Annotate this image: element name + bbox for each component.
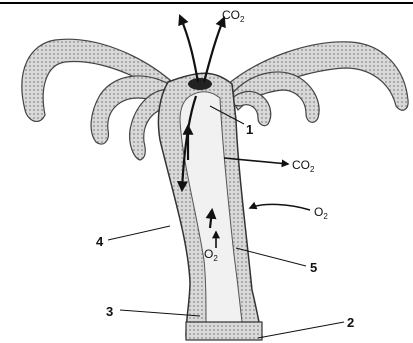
o2-right-arrow (250, 204, 310, 210)
o2-right-label: O2 (314, 205, 328, 221)
callout-5: 5 (310, 260, 317, 275)
flow-out-2 (204, 18, 224, 82)
mouth (188, 78, 212, 90)
callout-2: 2 (347, 315, 354, 330)
basal-disc (186, 322, 262, 340)
callout-1: 1 (246, 122, 253, 137)
callout-4: 4 (96, 234, 104, 249)
callout-3: 3 (106, 304, 113, 319)
co2-side-label: CO2 (292, 158, 315, 174)
leader-4 (108, 226, 170, 240)
co2-top-label: CO2 (222, 8, 245, 24)
leader-2 (258, 322, 344, 338)
flow-out-1 (180, 16, 198, 82)
